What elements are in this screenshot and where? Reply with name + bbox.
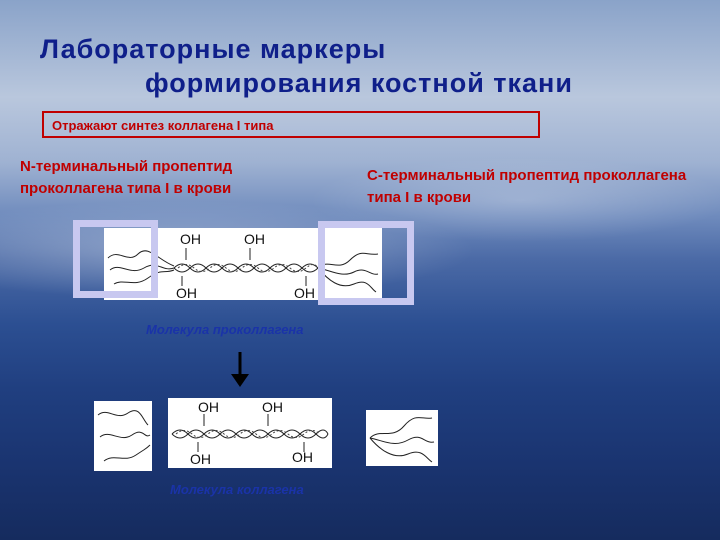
procollagen-diagram: OH OH OH OH — [107, 231, 379, 301]
title-line-1: Лабораторные маркеры — [40, 34, 387, 64]
collagen-synthesis-note-text: Отражают синтез коллагена I типа — [52, 118, 274, 133]
procollagen-molecule-image: OH OH OH OH — [104, 228, 382, 301]
procollagen-oh-top-2: OH — [244, 231, 265, 247]
procollagen-oh-top-1: OH — [180, 231, 201, 247]
cleaved-n-propeptide-image — [94, 401, 152, 471]
c-terminal-highlight-frame — [318, 221, 414, 305]
collagen-caption: Молекула коллагена — [170, 482, 304, 497]
n-terminal-highlight-frame — [73, 220, 158, 298]
collagen-oh-bottom-1: OH — [190, 451, 211, 467]
collagen-oh-top-2: OH — [262, 399, 283, 415]
procollagen-oh-bottom-1: OH — [176, 285, 197, 300]
collagen-oh-bottom-2: OH — [292, 449, 313, 465]
n-terminal-propeptide-label: N-терминальный пропептид проколлагена ти… — [20, 158, 233, 197]
cleaved-c-propeptide-image — [366, 410, 438, 466]
down-arrow-icon — [231, 352, 249, 387]
collagen-synthesis-note: Отражают синтез коллагена I типа — [42, 111, 540, 138]
collagen-molecule-image: OH OH OH OH — [168, 398, 332, 468]
title-line-2: формирования костной ткани — [145, 68, 573, 98]
c-terminal-propeptide-label: С-терминальный пропептид проколлагена ти… — [367, 167, 687, 206]
procollagen-caption: Молекула проколлагена — [146, 322, 304, 337]
procollagen-oh-bottom-2: OH — [294, 285, 315, 300]
collagen-oh-top-1: OH — [198, 399, 219, 415]
collagen-diagram: OH OH OH OH — [171, 399, 329, 467]
